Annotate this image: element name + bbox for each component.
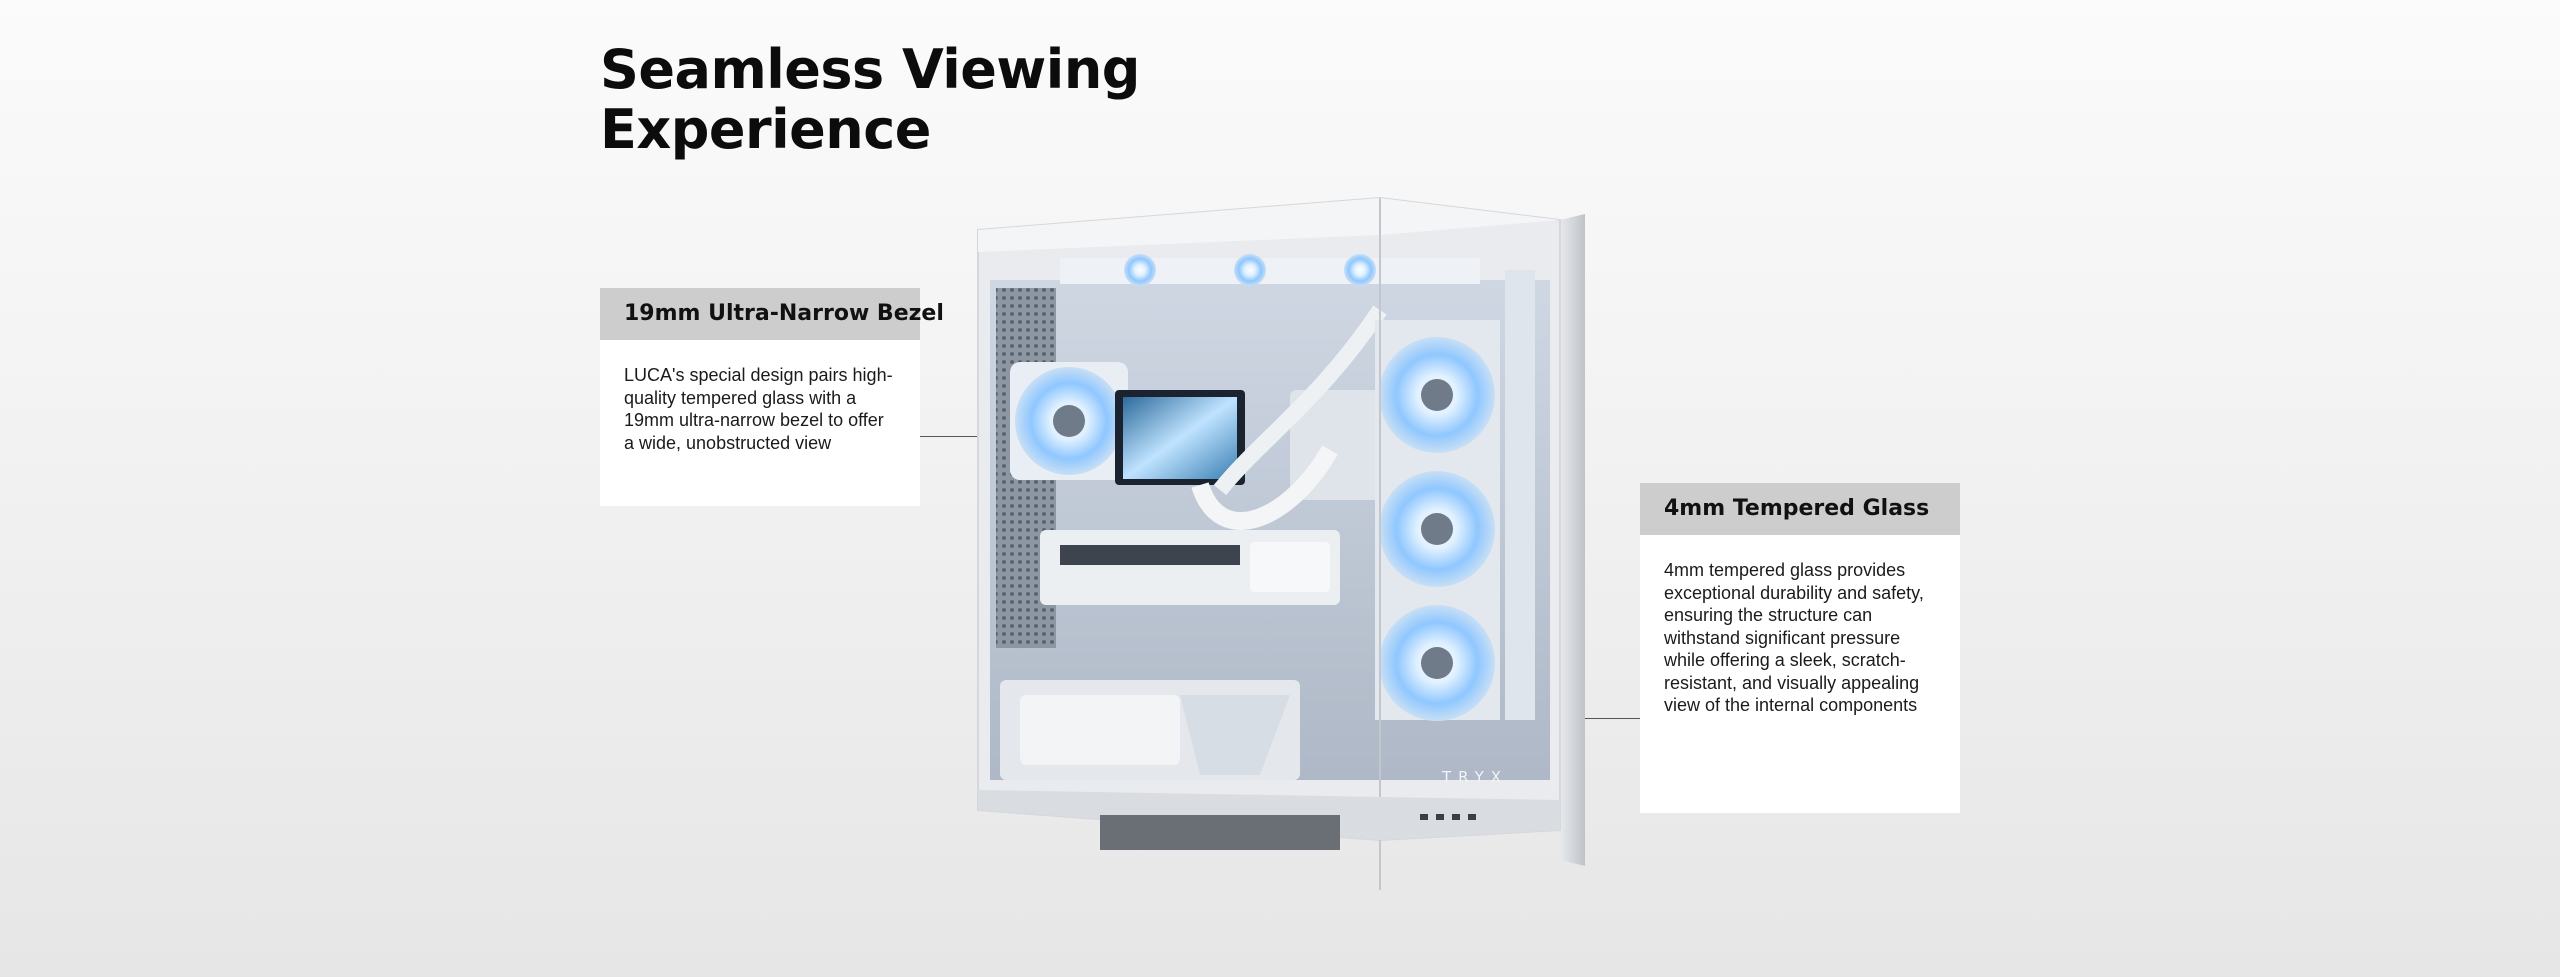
page-title: Seamless Viewing Experience xyxy=(600,40,1140,160)
feature-card-glass: 4mm Tempered Glass 4mm tempered glass pr… xyxy=(1640,483,1960,813)
feature-card-bezel-title: 19mm Ultra-Narrow Bezel xyxy=(600,288,944,340)
feature-card-bezel: 19mm Ultra-Narrow Bezel LUCA's special d… xyxy=(600,288,944,506)
page-title-line-1: Seamless Viewing xyxy=(600,38,1140,101)
case-side-panel xyxy=(1560,214,1585,866)
pc-case-image: TRYX xyxy=(960,190,1600,910)
bottom-base xyxy=(978,790,1560,850)
page-title-line-2: Experience xyxy=(600,98,931,161)
graphics-card xyxy=(1040,530,1340,605)
feature-card-glass-title: 4mm Tempered Glass xyxy=(1640,483,1960,535)
brand-logo: TRYX xyxy=(1441,768,1508,786)
front-fans xyxy=(1375,320,1500,721)
lcd-display xyxy=(1115,390,1245,485)
feature-card-bezel-description: LUCA's special design pairs high-quality… xyxy=(624,365,893,453)
power-supply xyxy=(1000,680,1300,780)
top-radiator xyxy=(1060,254,1480,286)
feature-card-glass-description: 4mm tempered glass provides exceptional … xyxy=(1664,560,1924,715)
rear-fan-icon xyxy=(1010,362,1128,480)
callout-line-bezel xyxy=(920,436,986,437)
